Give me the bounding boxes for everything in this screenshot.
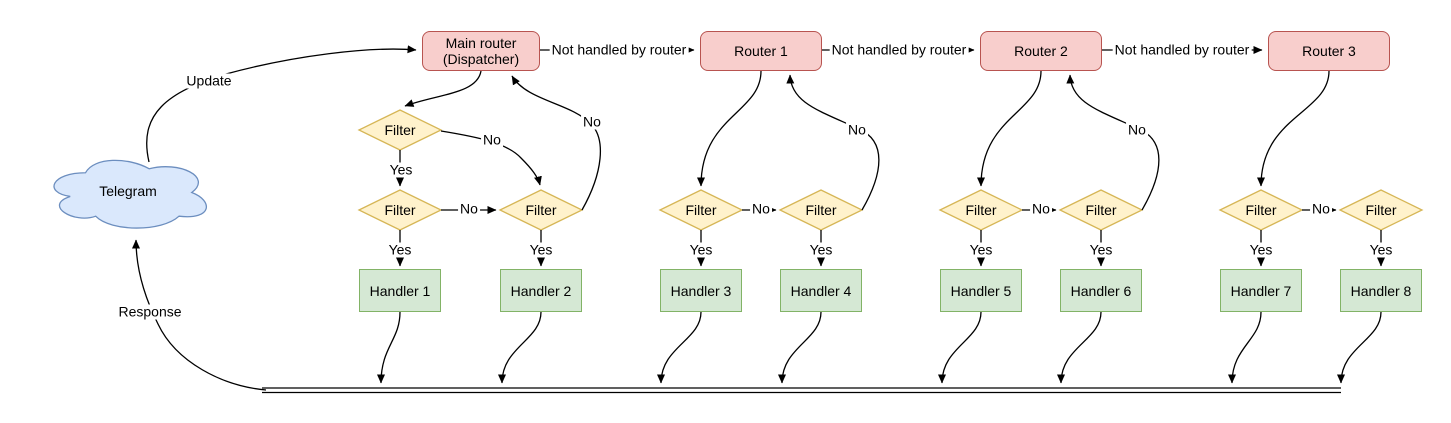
- edge-handler2-to-bus: [498, 311, 542, 384]
- edge-handler8-to-bus: [1337, 311, 1382, 384]
- yes-label: Yes: [386, 241, 414, 258]
- router-3-label: Router 3: [1302, 43, 1356, 59]
- edge-dispatcher-to-filter: [404, 70, 482, 107]
- filter-label: Filter: [685, 202, 717, 218]
- yes-label: Yes: [967, 241, 995, 258]
- node-router-2: Router 2: [980, 31, 1102, 71]
- filter-label: Filter: [1365, 202, 1397, 218]
- router-1-label: Router 1: [734, 43, 788, 59]
- response-label: Response: [116, 303, 184, 320]
- edge-router2-to-filter: [977, 70, 1042, 187]
- handler-3-label: Handler 3: [670, 282, 732, 299]
- no-label: No: [458, 200, 480, 217]
- filter-label: Filter: [525, 202, 557, 218]
- node-handler-2: Handler 2: [500, 269, 582, 312]
- handler-6-label: Handler 6: [1070, 282, 1132, 299]
- handler-8-label: Handler 8: [1350, 282, 1412, 299]
- filter-label: Filter: [1085, 202, 1117, 218]
- filter-diamond-router3-2: [1338, 189, 1424, 231]
- filter-label: Filter: [384, 202, 416, 218]
- edge-router1-to-filter: [697, 70, 762, 187]
- no-label: No: [1126, 121, 1148, 138]
- filter-label: Filter: [1245, 202, 1277, 218]
- edge-router3-to-filter: [1257, 70, 1330, 187]
- no-label: No: [1310, 200, 1332, 217]
- filter-label: Filter: [965, 202, 997, 218]
- not-handled-label: Not handled by router: [1112, 41, 1252, 58]
- edge-handler5-to-bus: [938, 311, 982, 384]
- edge-router2-no-return: [1066, 74, 1160, 211]
- node-handler-6: Handler 6: [1060, 269, 1142, 312]
- router-2-label: Router 2: [1014, 43, 1068, 59]
- handler-4-label: Handler 4: [790, 282, 852, 299]
- edge-handler6-to-bus: [1057, 311, 1102, 384]
- no-label: No: [846, 121, 868, 138]
- node-handler-3: Handler 3: [660, 269, 742, 312]
- no-label: No: [481, 131, 503, 148]
- node-router-3: Router 3: [1268, 31, 1390, 71]
- node-handler-4: Handler 4: [780, 269, 862, 312]
- not-handled-label: Not handled by router: [829, 41, 969, 58]
- node-main-router: Main router (Dispatcher): [422, 31, 540, 71]
- no-label: No: [581, 113, 603, 130]
- edge-handler4-to-bus: [778, 311, 822, 384]
- yes-label: Yes: [807, 241, 835, 258]
- node-handler-8: Handler 8: [1340, 269, 1422, 312]
- no-label: No: [1030, 200, 1052, 217]
- yes-label: Yes: [387, 161, 415, 178]
- edge-handler1-to-bus: [377, 311, 401, 384]
- edge-handler7-to-bus: [1228, 311, 1262, 384]
- main-router-label: Main router (Dispatcher): [442, 35, 520, 67]
- filter-label: Filter: [384, 122, 416, 138]
- node-handler-7: Handler 7: [1220, 269, 1302, 312]
- update-label: Update: [184, 72, 234, 89]
- yes-label: Yes: [1367, 241, 1395, 258]
- edge-router1-no-return: [786, 74, 880, 211]
- node-handler-1: Handler 1: [359, 269, 441, 312]
- handler-2-label: Handler 2: [510, 282, 572, 299]
- edge-update: [146, 45, 417, 163]
- node-router-1: Router 1: [700, 31, 822, 71]
- edge-handler3-to-bus: [657, 311, 702, 384]
- yes-label: Yes: [527, 241, 555, 258]
- node-handler-5: Handler 5: [940, 269, 1022, 312]
- yes-label: Yes: [1247, 241, 1275, 258]
- handler-7-label: Handler 7: [1230, 282, 1292, 299]
- telegram-cloud-shape: [53, 159, 208, 229]
- filter-label: Filter: [805, 202, 837, 218]
- yes-label: Yes: [687, 241, 715, 258]
- edge-filter-no-curve: [440, 130, 542, 186]
- no-label: No: [750, 200, 772, 217]
- edge-response: [132, 239, 267, 391]
- handler-1-label: Handler 1: [369, 282, 431, 299]
- telegram-label: Telegram: [99, 183, 157, 199]
- handler-5-label: Handler 5: [950, 282, 1012, 299]
- not-handled-label: Not handled by router: [549, 41, 689, 58]
- edge-filter2-no-return: [511, 75, 602, 211]
- yes-label: Yes: [1087, 241, 1115, 258]
- filter-diamond-dispatcher-top: [357, 109, 443, 151]
